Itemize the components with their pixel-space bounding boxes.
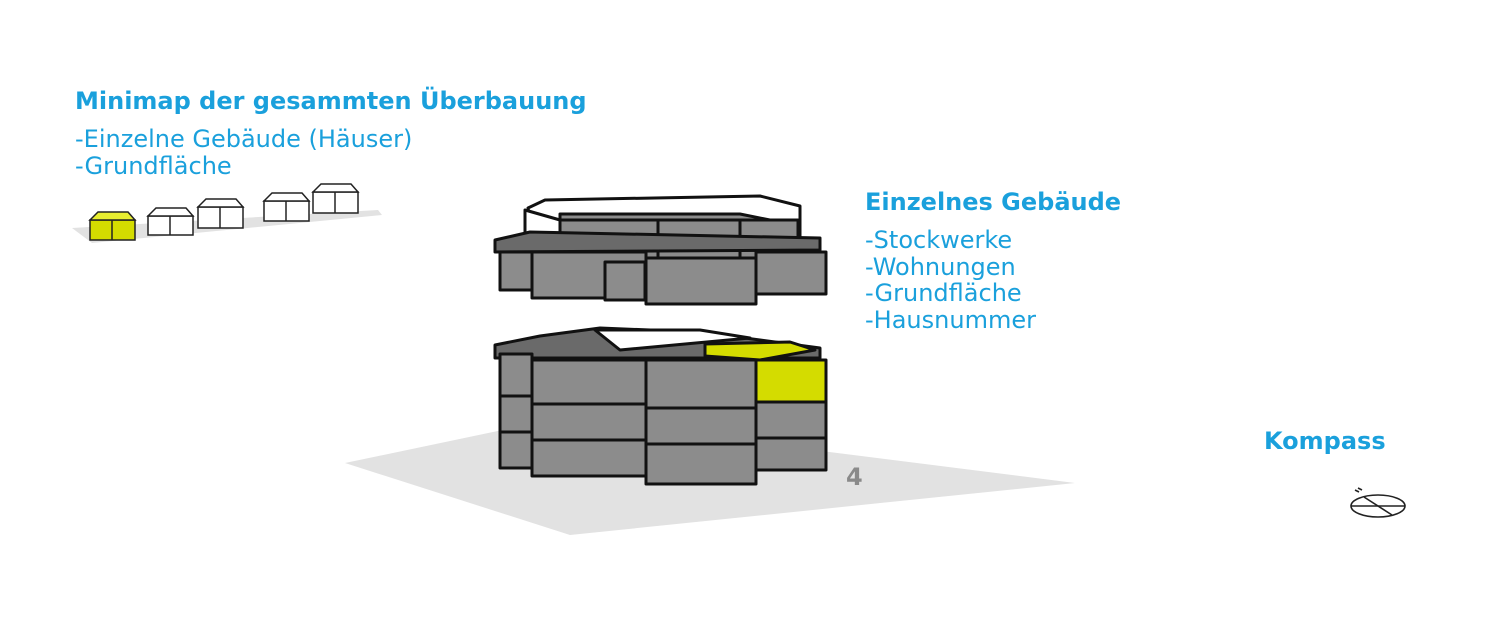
compass-title: Kompass	[1264, 427, 1386, 455]
building-floor-lifted[interactable]	[493, 194, 828, 306]
compass-icon[interactable]	[1350, 487, 1406, 518]
minimap[interactable]	[72, 183, 382, 243]
building-title: Einzelnes Gebäude	[865, 188, 1122, 216]
building-feature-item: Grundfläche	[865, 280, 1036, 307]
building-feature-item: Stockwerke	[865, 227, 1036, 254]
minimap-building-selected[interactable]	[88, 211, 137, 241]
building-feature-item: Hausnummer	[865, 306, 1036, 334]
minimap-building[interactable]	[262, 192, 311, 222]
building-stack[interactable]	[493, 326, 828, 486]
minimap-feature-list: Einzelne Gebäude (Häuser) Grundfläche	[75, 126, 413, 180]
building-feature-list: Stockwerke Wohnungen Grundfläche Hausnum…	[865, 227, 1036, 333]
building-feature-item: Wohnungen	[865, 253, 1036, 281]
minimap-feature-item: Grundfläche	[75, 152, 412, 180]
minimap-building[interactable]	[196, 198, 245, 229]
minimap-building[interactable]	[146, 207, 195, 236]
minimap-title: Minimap der gesammten Überbauung	[75, 87, 587, 115]
house-number-label: 4	[846, 463, 863, 491]
minimap-feature-item: Einzelne Gebäude (Häuser)	[75, 126, 413, 153]
minimap-building[interactable]	[311, 183, 360, 214]
